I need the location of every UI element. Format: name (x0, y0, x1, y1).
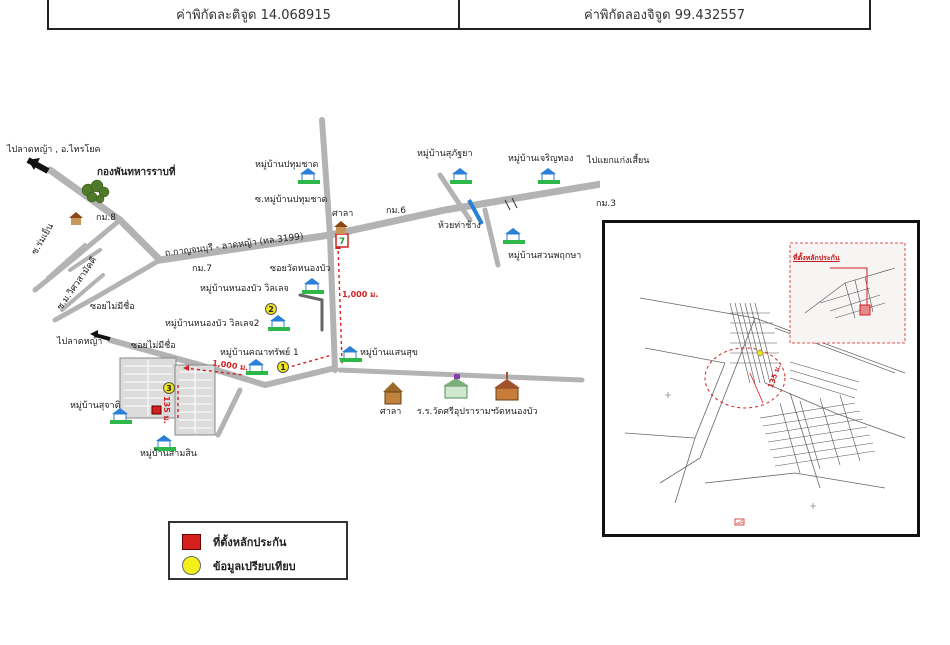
village-house-icon (246, 357, 268, 375)
label-dist-135: 135 ม. (162, 396, 171, 424)
label-suanphrueksa: หมู่บ้านสวนพฤกษา (508, 251, 582, 261)
marker-2: 2 (265, 303, 277, 315)
label-nongbua-village: หมู่บ้านหนองบัว วิลเลจ (200, 284, 289, 294)
legend-site-label: ที่ตั้งหลักประกัน (213, 536, 287, 549)
label-km8: กม.8 (96, 213, 116, 223)
label-to-pla-kad: ไปลาดหญ้า , อ.ไทรโยค (7, 145, 101, 155)
label-wat-soi: ซอยวัดหนองบัว (270, 264, 331, 274)
village-house-icon (154, 433, 176, 451)
label-sala-2: ศาลา (380, 407, 402, 417)
marker-1: 1 (277, 361, 289, 373)
label-nongbua-village2: หมู่บ้านหนองบัว วิลเลจ2 (165, 319, 260, 329)
longitude-cell: ค่าพิกัดลองจิจูด 99.432557 (458, 0, 869, 28)
label-soi-no-name2: ซอยไม่มีชื่อ (131, 341, 176, 351)
label-school: ร.ร.วัดศรีอุปรารามฯ (417, 407, 496, 417)
village-house-icon (298, 166, 320, 184)
village-house-icon (503, 226, 525, 244)
label-dist-1000-vertical: 1,000 ม. (342, 290, 379, 299)
legend-compare-label: ข้อมูลเปรียบเทียบ (213, 559, 296, 573)
label-charoenthong: หมู่บ้านเจริญทอง (508, 154, 574, 164)
marker-3: 3 (163, 382, 175, 394)
label-suppaya: หมู่บ้านสุภัฐยา (417, 149, 473, 159)
label-km7: กม.7 (192, 264, 212, 274)
label-samsin: หมู่บ้านสามสิน (140, 449, 197, 459)
legend-row-site: ที่ตั้งหลักประกัน (182, 533, 286, 551)
inset-cadastral-map: ที่ตั้งหลักประกัน 135 ม. (602, 220, 920, 537)
compare-circle-icon (182, 556, 201, 575)
label-kanasap: หมู่บ้านคณาทรัพย์ 1 (220, 348, 299, 358)
label-saensuk: หมู่บ้านแสนสุข (360, 348, 418, 358)
cadastral-lines (624, 242, 906, 526)
label-pathumchat: หมู่บ้านปทุมชาด (255, 160, 319, 170)
village-house-icon (538, 166, 560, 184)
label-army: กองพันทหารราบที่ (97, 167, 176, 178)
village-house-icon (450, 166, 472, 184)
label-wat: วัดหนองบัว (494, 407, 538, 417)
label-suchart: หมู่บ้านสุจาติ (70, 401, 121, 411)
village-house-icon (110, 406, 132, 424)
road-network: 7 (26, 117, 600, 438)
label-pathumchat-soi: ซ.หมู่บ้านปทุมชาด (255, 195, 328, 205)
label-to-kaen-sian: ไปแยกแก่งเสี้ยน (587, 156, 650, 166)
village-house-icon (268, 313, 290, 331)
label-sala: ศาลา (332, 209, 354, 219)
label-km6: กม.6 (386, 206, 406, 216)
label-huai: ห้วยท่าช้าง (438, 221, 481, 231)
site-square-icon (182, 534, 201, 550)
village-house-icon (340, 344, 362, 362)
map-legend: ที่ตั้งหลักประกัน ข้อมูลเปรียบเทียบ (168, 521, 348, 580)
label-km3: กม.3 (596, 199, 616, 209)
location-map: 7 (0, 100, 649, 600)
legend-row-compare: ข้อมูลเปรียบเทียบ (182, 556, 296, 575)
svg-text:7: 7 (339, 237, 345, 247)
village-house-icon (302, 276, 324, 294)
latitude-cell: ค่าพิกัดละติจูด 14.068915 (176, 7, 331, 23)
label-to-lad-ya: ไปลาดหญ้า (57, 337, 103, 347)
label-soi-no-name: ซอยไม่มีชื่อ (90, 302, 135, 312)
coordinate-table: ค่าพิกัดละติจูด 14.068915 ค่าพิกัดลองจิจ… (47, 0, 871, 30)
inset-site-tag: ที่ตั้งหลักประกัน (793, 254, 840, 262)
